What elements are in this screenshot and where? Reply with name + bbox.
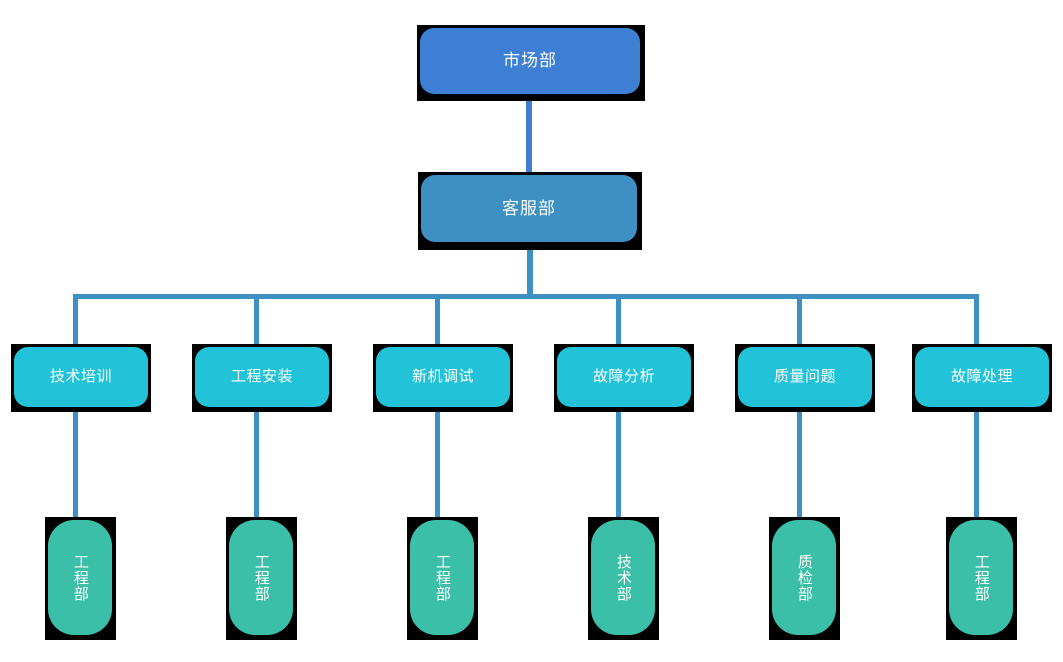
connector-drop-technical-training xyxy=(73,294,78,348)
node-engineering-dept-1[interactable]: 工程部 xyxy=(45,517,116,640)
connector-analysis-to-technical-dept xyxy=(616,410,621,520)
node-body: 质量问题 xyxy=(738,347,872,407)
node-engineering-dept-2[interactable]: 工程部 xyxy=(226,517,297,640)
node-label: 工程安装 xyxy=(230,367,293,385)
connector-debug-to-engineering-dept xyxy=(435,410,440,520)
node-label: 故障分析 xyxy=(592,367,655,385)
node-body: 故障分析 xyxy=(557,347,691,407)
connector-drop-new-machine-debug xyxy=(435,294,440,348)
node-label: 质检部 xyxy=(795,553,813,602)
node-fault-analysis[interactable]: 故障分析 xyxy=(554,344,694,412)
node-body: 工程部 xyxy=(229,520,293,635)
node-label: 质量问题 xyxy=(773,367,836,385)
node-body: 工程部 xyxy=(410,520,474,635)
node-engineering-dept-4[interactable]: 工程部 xyxy=(946,517,1017,640)
node-body: 工程部 xyxy=(48,520,112,635)
node-customer-service-department[interactable]: 客服部 xyxy=(418,172,642,250)
node-body: 工程部 xyxy=(949,520,1013,635)
node-body: 质检部 xyxy=(772,520,836,635)
node-label: 技术培训 xyxy=(49,367,112,385)
node-body: 故障处理 xyxy=(915,347,1049,407)
connector-handling-to-engineering-dept xyxy=(974,410,979,520)
connector-horizontal-bus xyxy=(73,294,979,299)
node-label: 技术部 xyxy=(614,553,632,602)
node-fault-handling[interactable]: 故障处理 xyxy=(912,344,1052,412)
node-body: 工程安装 xyxy=(195,347,329,407)
node-label: 工程部 xyxy=(972,553,990,602)
connector-quality-to-qc-dept xyxy=(797,410,802,520)
node-label: 客服部 xyxy=(502,198,556,218)
node-marketing-department[interactable]: 市场部 xyxy=(417,25,645,101)
node-body: 技术培训 xyxy=(14,347,148,407)
connector-drop-fault-analysis xyxy=(616,294,621,348)
node-engineering-dept-3[interactable]: 工程部 xyxy=(407,517,478,640)
node-label: 工程部 xyxy=(433,553,451,602)
connector-training-to-engineering-dept xyxy=(73,410,78,520)
node-body: 技术部 xyxy=(591,520,655,635)
node-body: 客服部 xyxy=(421,175,637,242)
node-quality-issue[interactable]: 质量问题 xyxy=(735,344,875,412)
connector-drop-quality-issue xyxy=(797,294,802,348)
node-quality-inspection-dept[interactable]: 质检部 xyxy=(769,517,840,640)
node-body: 新机调试 xyxy=(376,347,510,407)
node-body: 市场部 xyxy=(420,28,640,94)
node-label: 工程部 xyxy=(252,553,270,602)
node-new-machine-commissioning[interactable]: 新机调试 xyxy=(373,344,513,412)
node-technical-dept[interactable]: 技术部 xyxy=(588,517,659,640)
connector-drop-fault-handling xyxy=(974,294,979,348)
node-label: 新机调试 xyxy=(411,367,474,385)
node-label: 故障处理 xyxy=(950,367,1013,385)
node-technical-training[interactable]: 技术培训 xyxy=(11,344,151,412)
node-label: 市场部 xyxy=(503,51,557,71)
node-engineering-installation[interactable]: 工程安装 xyxy=(192,344,332,412)
connector-drop-engineering-install xyxy=(254,294,259,348)
connector-install-to-engineering-dept xyxy=(254,410,259,520)
connector-service-stub xyxy=(527,242,533,297)
node-label: 工程部 xyxy=(71,553,89,602)
connector-marketing-to-service xyxy=(526,93,532,173)
